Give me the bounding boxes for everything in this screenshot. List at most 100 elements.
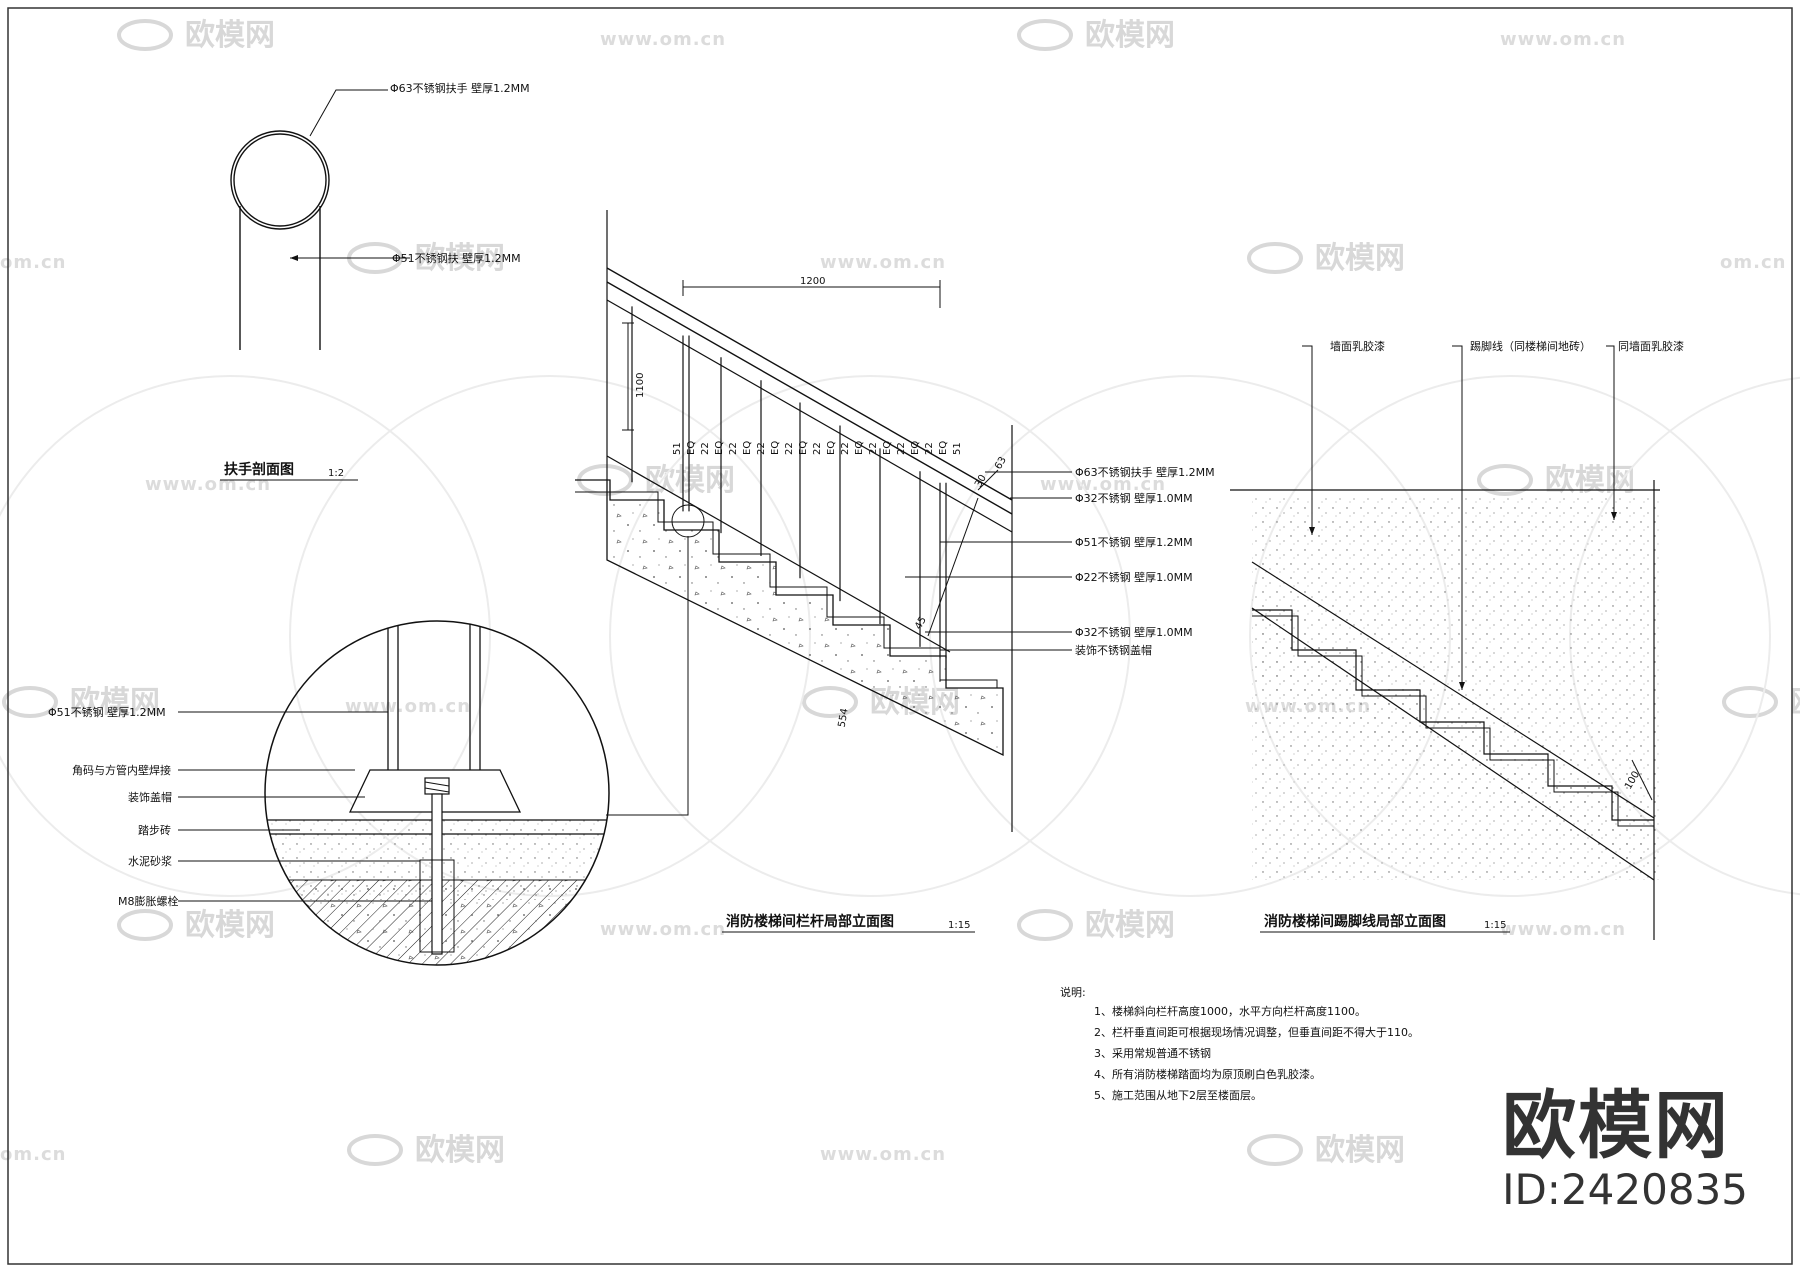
watermark-logo — [1477, 464, 1533, 496]
watermark-text: www.om.cn — [1500, 29, 1626, 50]
watermark-arc — [0, 375, 491, 897]
dim-diagonal: 554 — [837, 708, 851, 729]
watermark-text: www.om.cn — [820, 252, 946, 273]
watermark-text: www.om.cn — [1500, 919, 1626, 940]
watermark-logo — [802, 686, 858, 718]
skirting-elevation-title: 消防楼梯间踢脚线局部立面图 — [1264, 913, 1446, 930]
brand-stamp: 欧模网 ID:2420835 — [1502, 1086, 1748, 1214]
eq-dimension: 22 — [756, 442, 767, 455]
dim-small-c: 45 — [913, 615, 929, 632]
railing-label-cap: 装饰不锈钢盖帽 — [1075, 643, 1152, 657]
watermark-text: 欧模网 — [1315, 1133, 1405, 1168]
watermark-text: 欧模网 — [185, 18, 275, 53]
watermark-text: 欧模网 — [70, 685, 160, 720]
eq-dimension: EQ — [714, 441, 725, 455]
eq-dimension: EQ — [910, 441, 921, 455]
note-item-1: 1、楼梯斜向栏杆高度1000，水平方向栏杆高度1100。 — [1094, 1004, 1366, 1018]
eq-dimension: EQ — [826, 441, 837, 455]
eq-dimension: 22 — [868, 442, 879, 455]
watermark-text: om.cn — [0, 1144, 66, 1165]
watermark-text: 欧模网 — [1545, 463, 1635, 498]
watermark-arc — [1249, 375, 1771, 897]
watermark-logo — [1017, 909, 1073, 941]
watermark-text: om.cn — [0, 252, 66, 273]
watermark-logo — [2, 686, 58, 718]
detail-label-bolt: M8膨胀螺栓 — [118, 894, 179, 908]
watermark-logo — [117, 909, 173, 941]
eq-dimension: 22 — [924, 442, 935, 455]
eq-dimension: 22 — [812, 442, 823, 455]
brand-stamp-id: ID:2420835 — [1502, 1165, 1748, 1214]
eq-dimension: EQ — [854, 441, 865, 455]
eq-dimension: 22 — [728, 442, 739, 455]
railing-label-handrail: Φ63不锈钢扶手 壁厚1.2MM — [1075, 465, 1215, 479]
handrail-section-label-handrail: Φ63不锈钢扶手 壁厚1.2MM — [390, 81, 530, 95]
eq-dimension: 51 — [952, 442, 963, 455]
detail-leaders — [178, 711, 432, 902]
sheet-border — [7, 7, 1793, 1265]
dim-span: 1200 — [800, 276, 825, 287]
watermark-text: www.om.cn — [820, 1144, 946, 1165]
handrail-section-label-post: Φ51不锈钢扶 壁厚1.2MM — [392, 251, 521, 265]
railing-label-post51: Φ51不锈钢 壁厚1.2MM — [1075, 535, 1193, 549]
handrail-section-scale: 1:2 — [328, 468, 344, 479]
skirting-elevation-scale: 1:15 — [1484, 920, 1506, 931]
note-item-4: 4、所有消防楼梯踏面均为原顶刷白色乳胶漆。 — [1094, 1067, 1321, 1081]
watermark-logo — [1247, 242, 1303, 274]
watermark-logo — [117, 19, 173, 51]
detail-label-bracket: 角码与方管内壁焊接 — [72, 763, 171, 777]
railing-label-rail32: Φ32不锈钢 壁厚1.0MM — [1075, 491, 1193, 505]
watermark-text: 欧模网 — [1085, 908, 1175, 943]
general-notes: 说明: 1、楼梯斜向栏杆高度1000，水平方向栏杆高度1100。 2、栏杆垂直间… — [1060, 985, 1419, 1102]
railing-elevation-scale: 1:15 — [948, 920, 970, 931]
detail-label-cap: 装饰盖帽 — [128, 790, 172, 804]
eq-dimension: 51 — [672, 442, 683, 455]
brand-stamp-name: 欧模网 — [1502, 1083, 1731, 1169]
watermark-logo — [1247, 1134, 1303, 1166]
watermark-text: 欧模网 — [415, 1133, 505, 1168]
note-item-3: 3、采用常规普通不锈钢 — [1094, 1046, 1211, 1060]
handrail-section — [220, 89, 410, 481]
watermark-text: www.om.cn — [345, 696, 471, 717]
eq-dimension: 22 — [784, 442, 795, 455]
watermark-text: 欧模网 — [1085, 18, 1175, 53]
watermark-text: www.om.cn — [600, 29, 726, 50]
eq-dimension: EQ — [938, 441, 949, 455]
detail-label-tile: 踏步砖 — [138, 823, 171, 837]
note-item-5: 5、施工范围从地下2层至楼面层。 — [1094, 1088, 1262, 1102]
watermark-text: om.cn — [1720, 252, 1786, 273]
watermark-text: 欧模网 — [645, 463, 735, 498]
watermark-layer: 欧模网 www.om.cn 欧模网 www.om.cn om.cn 欧模网 www.om.c… — [0, 18, 1800, 1168]
watermark-logo — [347, 1134, 403, 1166]
skirting-label-wall: 墙面乳胶漆 — [1330, 339, 1385, 353]
watermark-logo — [1017, 19, 1073, 51]
watermark-text: www.om.cn — [1040, 474, 1166, 495]
skirting-label-skirting: 踢脚线（同楼梯间地砖） — [1470, 339, 1591, 353]
railing-label-bottom32: Φ32不锈钢 壁厚1.0MM — [1075, 625, 1193, 639]
eq-dimension: EQ — [770, 441, 781, 455]
railing-leaders — [905, 471, 1072, 651]
watermark-text: 欧模网 — [185, 908, 275, 943]
handrail-section-title: 扶手剖面图 — [224, 461, 294, 478]
dim-height: 1100 — [635, 373, 646, 398]
dim-small-b: 63 — [993, 455, 1009, 472]
detail-label-mortar: 水泥砂浆 — [128, 854, 172, 868]
skirting-elevation — [1230, 345, 1660, 940]
notes-heading: 说明: — [1060, 985, 1086, 999]
detail-label-post: Φ51不锈钢 壁厚1.2MM — [48, 705, 166, 719]
watermark-text: 欧模网 — [415, 241, 505, 276]
eq-dimension: EQ — [686, 441, 697, 455]
eq-dimension: EQ — [882, 441, 893, 455]
railing-elevation-title: 消防楼梯间栏杆局部立面图 — [726, 913, 894, 930]
note-item-2: 2、栏杆垂直间距可根据现场情况调整，但垂直间距不得大于110。 — [1094, 1025, 1419, 1039]
watermark-text: 欧模网 — [1315, 241, 1405, 276]
watermark-logo — [1722, 686, 1778, 718]
eq-dimension: 22 — [700, 442, 711, 455]
eq-dimension: EQ — [742, 441, 753, 455]
railing-label-baluster22: Φ22不锈钢 壁厚1.0MM — [1075, 570, 1193, 584]
watermark-text: www.om.cn — [145, 474, 271, 495]
watermark-arc — [609, 375, 1131, 897]
